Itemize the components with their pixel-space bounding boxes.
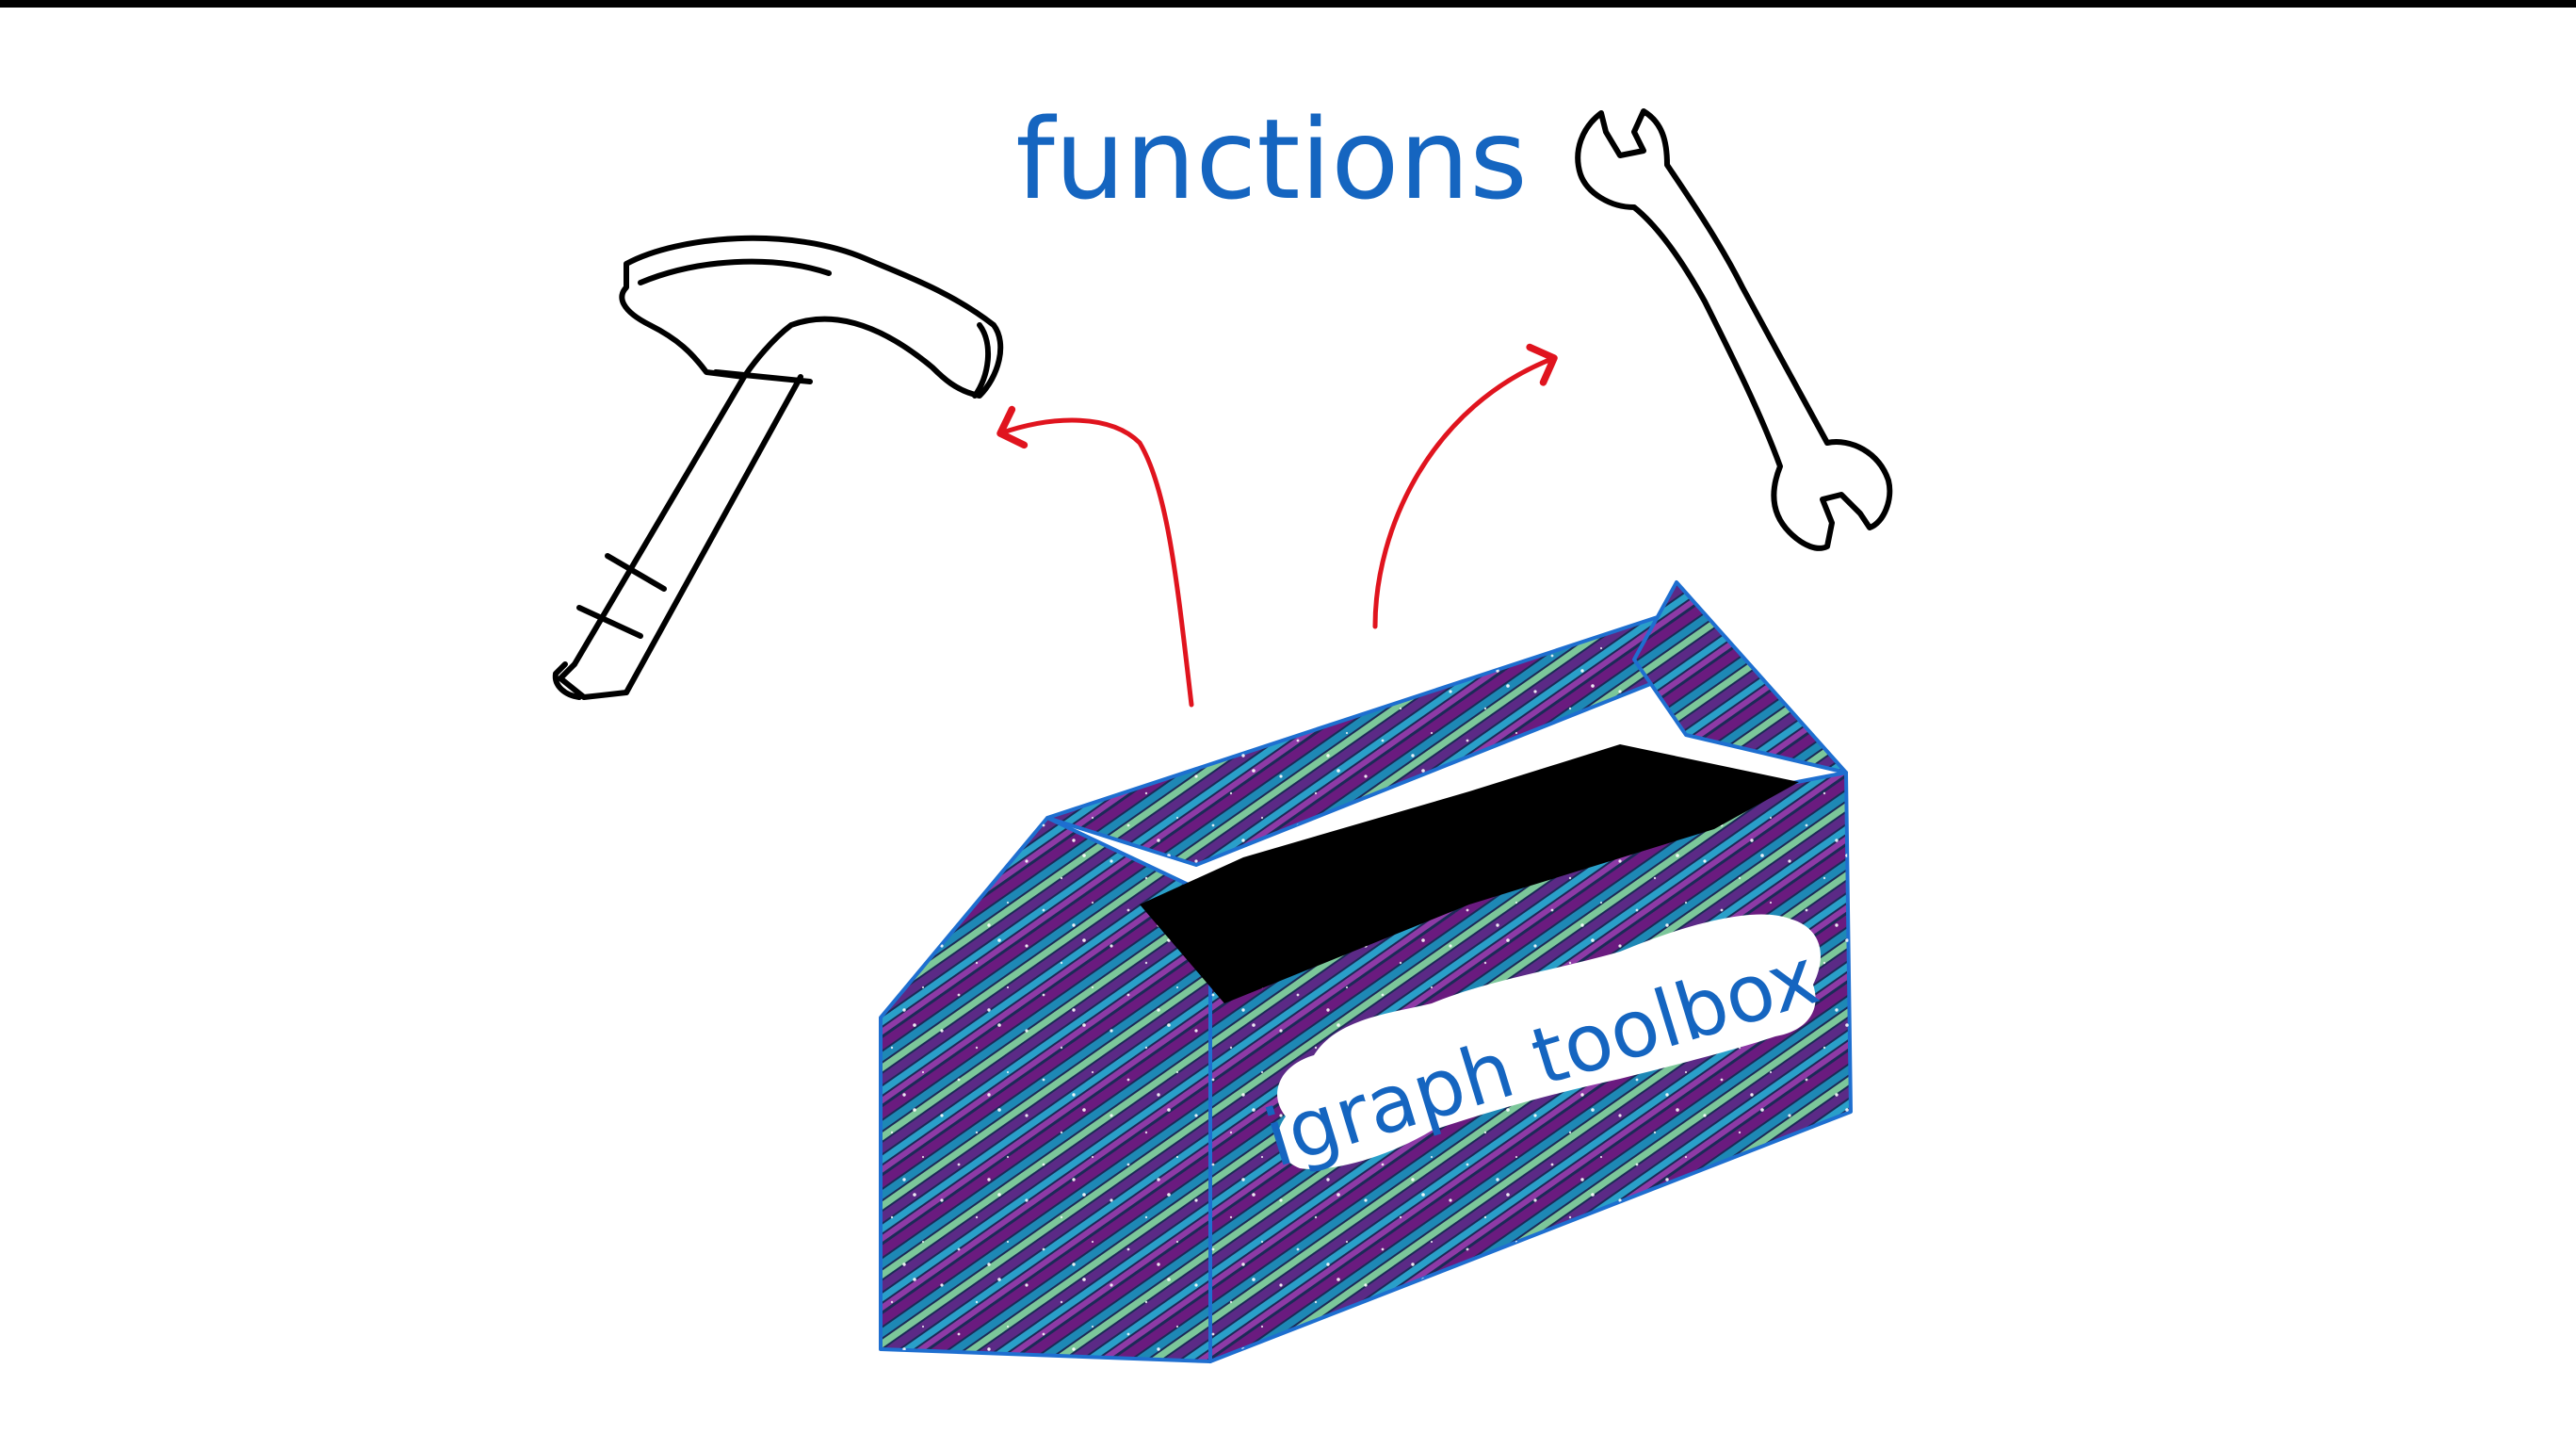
arrow-to-wrench xyxy=(1372,343,1558,629)
top-border xyxy=(0,0,2576,8)
toolbox-opening xyxy=(1140,744,1799,1003)
title-functions: functions xyxy=(1015,94,1528,224)
toolbox: igraph toolbox xyxy=(879,580,1853,1363)
hammer-icon xyxy=(552,235,1004,700)
toolbox-label-patch xyxy=(1277,914,1821,1169)
wrench-icon xyxy=(1575,108,1893,551)
toolbox-back-face xyxy=(1632,580,1848,774)
arrow-to-hammer xyxy=(996,405,1194,708)
